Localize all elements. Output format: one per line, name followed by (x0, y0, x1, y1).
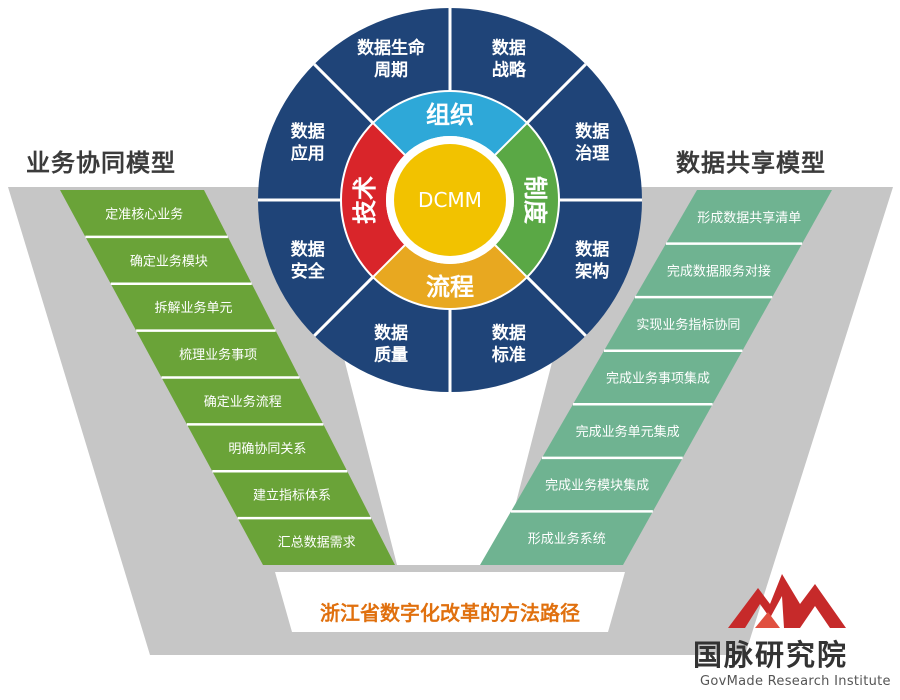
inner-ring-divider (494, 244, 528, 278)
bottom-caption: 浙江省数字化改革的方法路径 (320, 601, 580, 625)
wheel-segment-label: 数据生命周期 (357, 38, 426, 81)
wheel-divider (525, 275, 587, 337)
wheel-segment-label: 数据标准 (492, 322, 526, 365)
left-steps: 定准核心业务确定业务模块拆解业务单元梳理业务事项确定业务流程明确协同关系建立指标… (85, 206, 372, 551)
right-steps: 形成数据共享清单完成数据服务对接实现业务指标协同完成业务事项集成完成业务单元集成… (511, 210, 803, 547)
right-step: 完成业务单元集成 (576, 424, 680, 440)
inner-ring-sector (495, 123, 558, 277)
right-step: 实现业务指标协同 (636, 317, 740, 333)
logo-name-en: GovMade Research Institute (700, 674, 891, 689)
right-step: 完成数据服务对接 (667, 263, 771, 279)
left-step: 明确协同关系 (228, 442, 306, 457)
right-step: 形成业务系统 (528, 531, 606, 547)
left-model-title: 业务协同模型 (26, 149, 176, 177)
wheel-segment-label: 数据治理 (575, 121, 609, 164)
wheel-divider (313, 63, 375, 125)
left-step: 建立指标体系 (253, 489, 331, 504)
right-step: 完成业务模块集成 (545, 478, 649, 494)
mountain-logo-icon (728, 574, 846, 628)
left-step: 梳理业务事项 (179, 347, 257, 363)
wheel-segment-label: 数据战略 (492, 38, 527, 81)
inner-ring-label: 组织 (426, 101, 474, 129)
left-step: 确定业务流程 (204, 394, 282, 410)
inner-ring-sector (373, 245, 527, 308)
bottom-panel (275, 572, 625, 632)
center-circle (394, 144, 506, 256)
center-label: DCMM (418, 188, 482, 212)
right-model-title: 数据共享模型 (676, 149, 826, 177)
inner-ring-sector (342, 123, 405, 277)
inner-ring-divider (494, 122, 528, 156)
inner-ring-divider (372, 122, 406, 156)
right-band (480, 190, 832, 565)
left-step: 拆解业务单元 (155, 300, 233, 316)
left-step: 定准核心业务 (105, 206, 183, 222)
inner-ring-label: 流程 (426, 273, 474, 301)
wheel-segment-label: 数据架构 (575, 239, 609, 282)
inner-ring-divider (372, 244, 406, 278)
wheel-segment-label: 数据质量 (374, 322, 408, 365)
right-step: 形成数据共享清单 (697, 210, 801, 226)
right-step: 完成业务事项集成 (606, 371, 710, 387)
left-step: 汇总数据需求 (278, 536, 356, 551)
left-step: 确定业务模块 (130, 253, 208, 269)
logo-name-cn: 国脉研究院 (693, 638, 849, 672)
wheel-divider (313, 275, 375, 337)
wheel-segment-label: 数据应用 (291, 121, 325, 164)
inner-ring-label: 制度 (521, 176, 549, 225)
inner-ring-sector (373, 92, 527, 155)
wheel-divider (525, 63, 587, 125)
wheel-segment-label: 数据安全 (291, 239, 326, 282)
inner-ring-label: 技术 (351, 176, 379, 224)
